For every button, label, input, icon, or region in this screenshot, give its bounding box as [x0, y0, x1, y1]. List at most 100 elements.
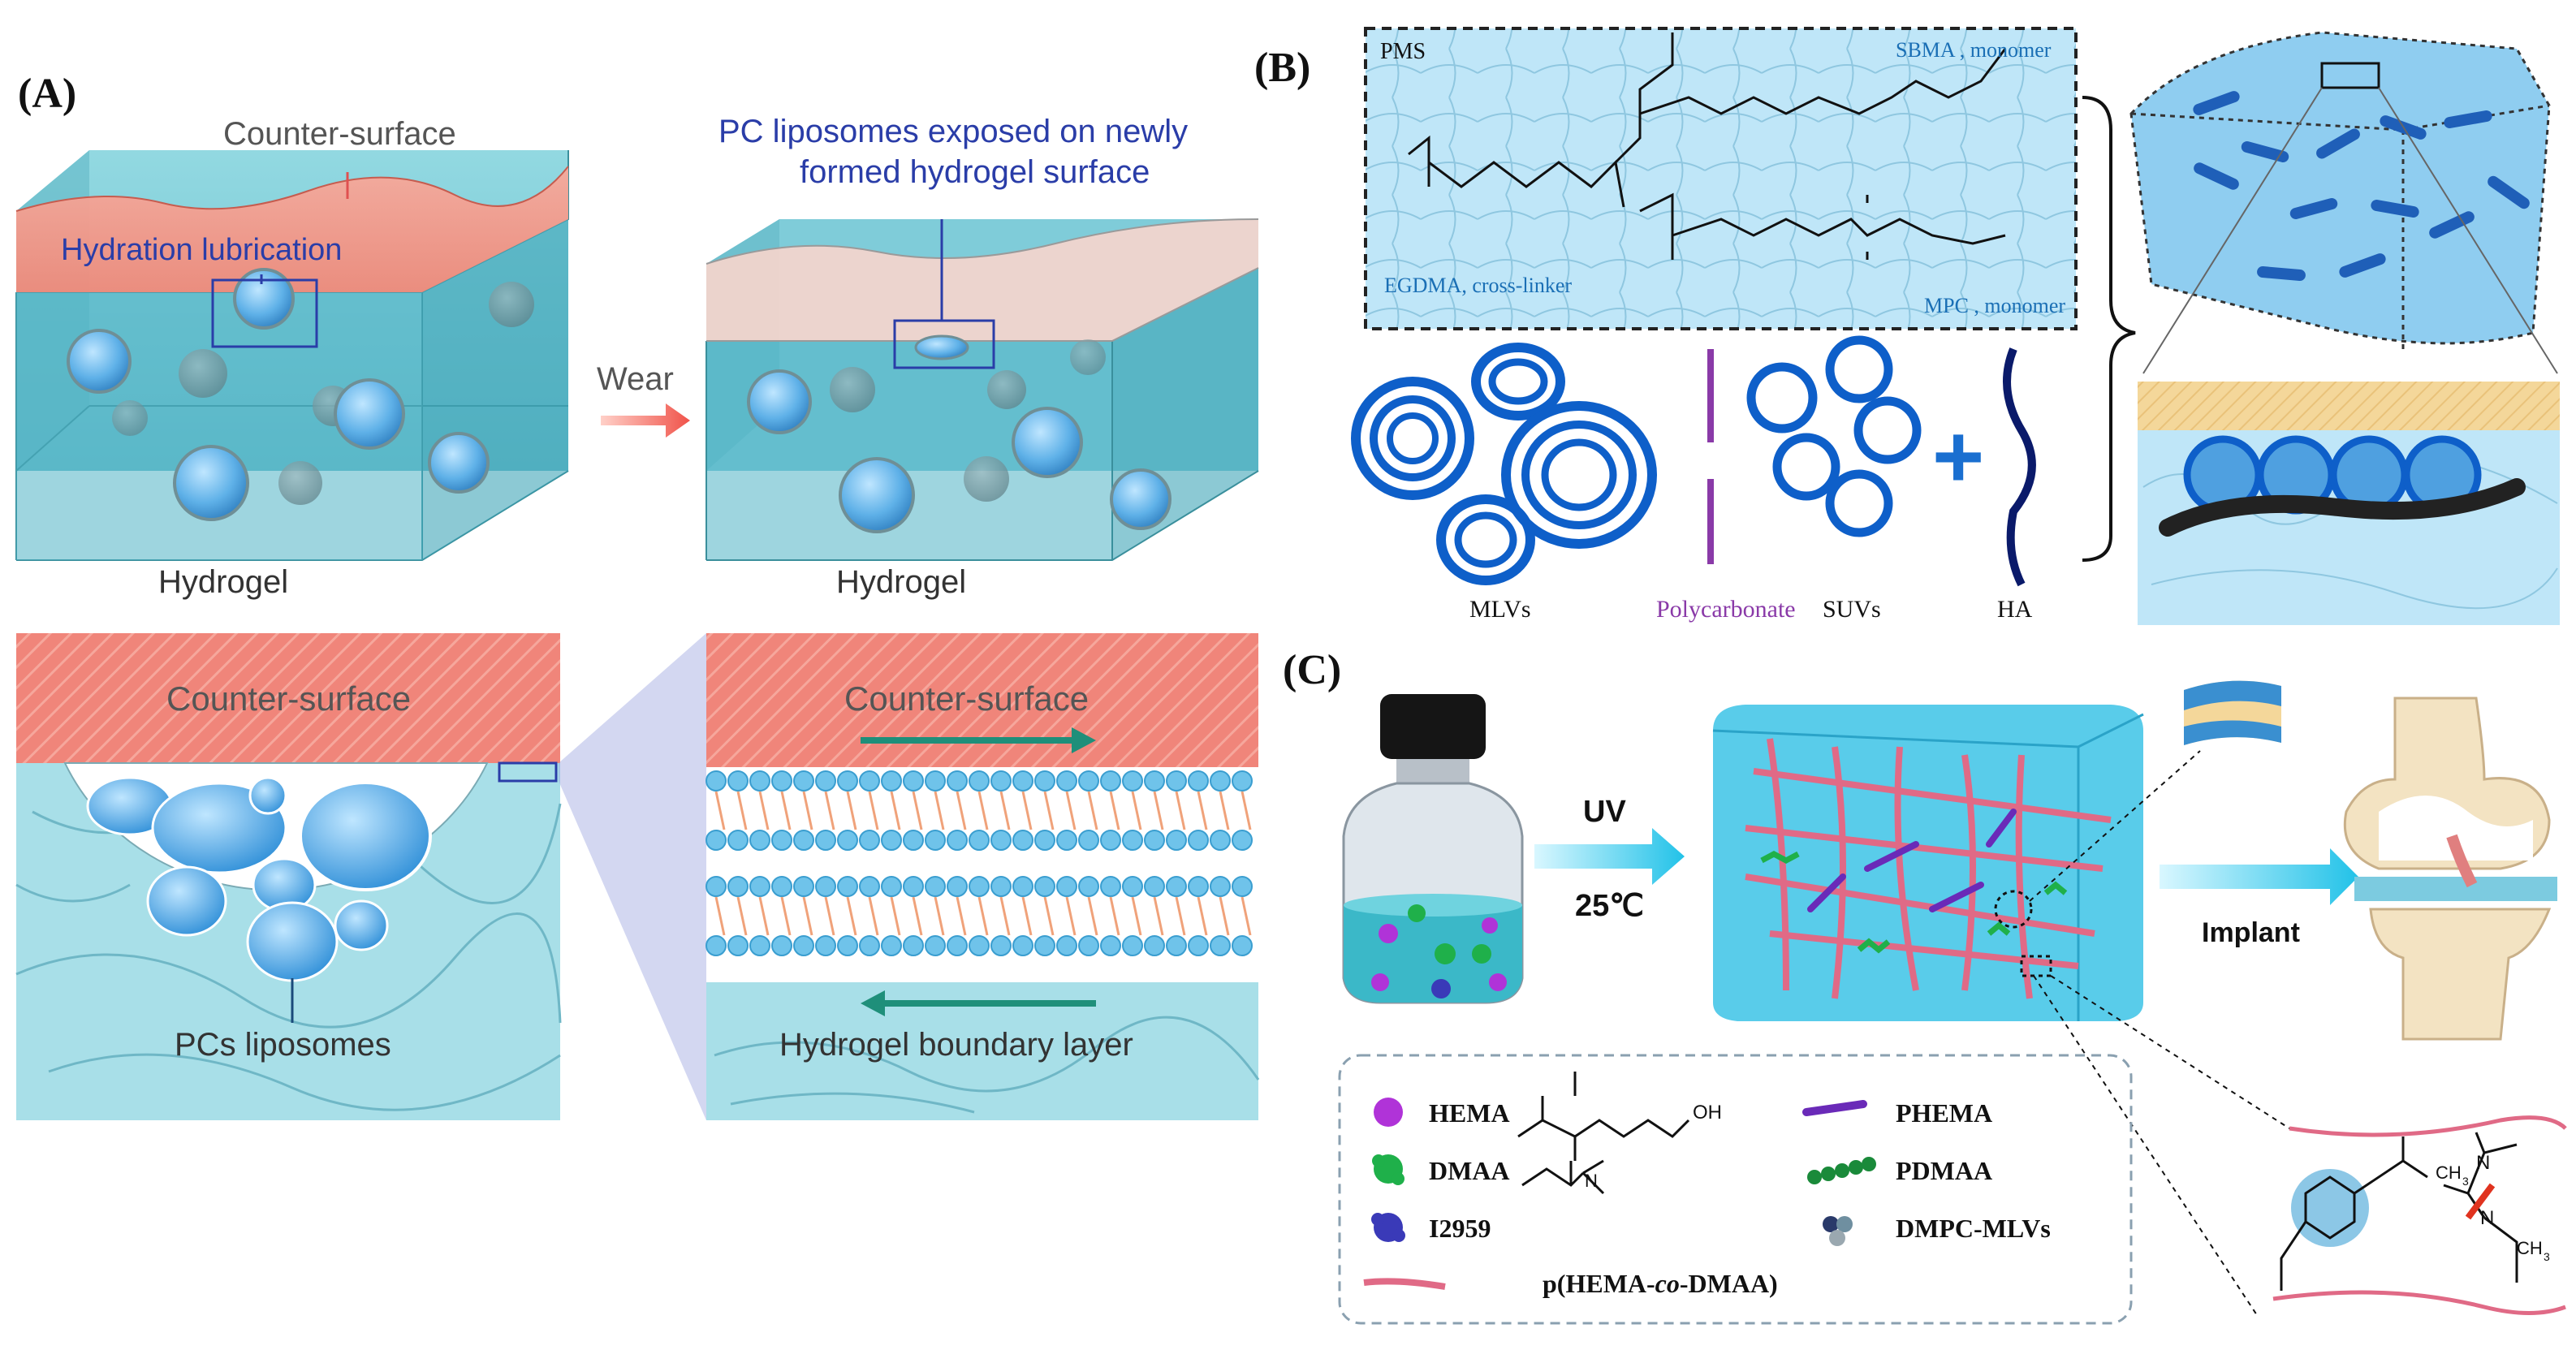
- lipid-head: [705, 830, 727, 851]
- lipid-head: [1056, 935, 1077, 956]
- lipid-tail: [1175, 896, 1186, 936]
- hema-molecule: [1371, 973, 1389, 991]
- lipid-head: [771, 876, 792, 897]
- lipid-tail: [956, 791, 967, 830]
- lipid-head: [727, 830, 749, 851]
- lipid-tail: [912, 896, 923, 936]
- liposome-rod: [2316, 128, 2360, 159]
- lipid-tail: [1197, 896, 1208, 936]
- hema-legend-icon: [1374, 1098, 1403, 1127]
- i2959-molecule: [1431, 979, 1451, 998]
- lipid-head: [903, 876, 924, 897]
- dmaa-molecule: [1435, 943, 1456, 964]
- lipid-tail: [758, 791, 770, 830]
- lipid-head: [1078, 935, 1099, 956]
- lipid-head: [727, 876, 749, 897]
- lipid-head: [793, 935, 814, 956]
- a-hydrogel-label-left: Hydrogel: [158, 564, 288, 600]
- sbma-label: SBMA , monomer: [1896, 38, 2052, 62]
- counter-motion-arrow: [861, 727, 1096, 753]
- liposome-rod: [2429, 211, 2475, 239]
- pms-box: [1364, 27, 2078, 330]
- lipid-head: [881, 830, 902, 851]
- hema-structure: [1517, 1072, 1690, 1161]
- lipid-head: [969, 770, 990, 791]
- lipid-head: [1122, 770, 1143, 791]
- grey-particle: [964, 456, 1009, 502]
- brace: [2082, 96, 2136, 562]
- plus-sign: +: [1932, 407, 1984, 507]
- grey-particle: [830, 367, 875, 412]
- copolymer-co: co: [1655, 1269, 1680, 1298]
- b-gel-cube: [2129, 31, 2558, 374]
- a-counter-surface-block: [16, 166, 568, 292]
- lipid-tail: [1109, 791, 1120, 830]
- lipid-head: [1122, 876, 1143, 897]
- lipid-tail: [1109, 896, 1120, 936]
- lipid-tail: [977, 896, 989, 936]
- liposome: [747, 369, 812, 434]
- hbond-red-arrow: [2465, 1183, 2496, 1220]
- lipid-tail: [1131, 791, 1142, 830]
- lipid-bilayer: [705, 770, 1253, 956]
- hydration-highlight-box: [211, 278, 318, 348]
- lipid-head: [969, 830, 990, 851]
- mpc-label: MPC , monomer: [1924, 294, 2065, 317]
- hema-molecule: [1482, 917, 1498, 934]
- hydrogel-block: [1712, 705, 2290, 1316]
- lipid-tail: [846, 896, 857, 936]
- lipid-head: [1144, 876, 1165, 897]
- liposome: [67, 329, 132, 394]
- liposome: [173, 445, 249, 521]
- pms-title: PMS: [1380, 39, 1426, 64]
- suvs-group: [1746, 335, 1922, 537]
- lipid-head: [990, 770, 1012, 791]
- lipid-head: [1188, 935, 1209, 956]
- lipid-tail: [934, 791, 945, 830]
- lipid-head: [1166, 770, 1187, 791]
- legend-copolymer: p(HEMA-co-DMAA): [1543, 1269, 1778, 1298]
- lipid-head: [903, 830, 924, 851]
- hema-molecule: [1489, 973, 1507, 991]
- membrane-inset: [2184, 680, 2281, 745]
- chem-sub3-b: 3: [2544, 1250, 2550, 1263]
- lipid-head: [1166, 830, 1187, 851]
- implant-arrow: [2160, 848, 2358, 905]
- lipid-head: [925, 935, 946, 956]
- lipid-head: [815, 876, 836, 897]
- lipid-head: [771, 770, 792, 791]
- exposed-liposome: [914, 334, 969, 360]
- lipid-head: [1232, 935, 1253, 956]
- a-top-left-box: [15, 150, 569, 561]
- lipid-head: [1100, 770, 1121, 791]
- dmpc-legend-icon: [1823, 1216, 1853, 1246]
- lipid-head: [1034, 935, 1055, 956]
- lipid-head: [1100, 830, 1121, 851]
- lipid-head: [705, 876, 727, 897]
- lipid-head: [881, 876, 902, 897]
- lipid-head: [705, 770, 727, 791]
- a-hydration-label: Hydration lubrication: [61, 233, 342, 267]
- lipid-head: [1056, 770, 1077, 791]
- lipid-head: [1166, 876, 1187, 897]
- lipid-head: [837, 935, 858, 956]
- a-pc-text-line2: formed hydrogel surface: [800, 154, 1150, 190]
- ha-chain: [2003, 347, 2036, 587]
- lipid-head: [859, 770, 880, 791]
- lipid-tail: [1087, 791, 1098, 830]
- a-counter-surface-top-label: Counter-surface: [223, 116, 456, 152]
- lipid-tail: [999, 791, 1011, 830]
- liposome-rod: [2488, 175, 2530, 209]
- lipid-tail: [736, 791, 748, 830]
- lipid-tail: [824, 896, 835, 936]
- gel-motion-arrow: [861, 990, 1096, 1016]
- lipid-tail: [999, 896, 1011, 936]
- chem-n-top: N: [2476, 1152, 2490, 1174]
- lipid-head: [969, 876, 990, 897]
- counter-surface-slab-right: [706, 633, 1258, 767]
- lipid-head: [1056, 876, 1077, 897]
- liposome-rod: [2444, 110, 2492, 128]
- lipid-head: [903, 770, 924, 791]
- dmaa-n: N: [1585, 1171, 1598, 1191]
- lipid-head: [1034, 770, 1055, 791]
